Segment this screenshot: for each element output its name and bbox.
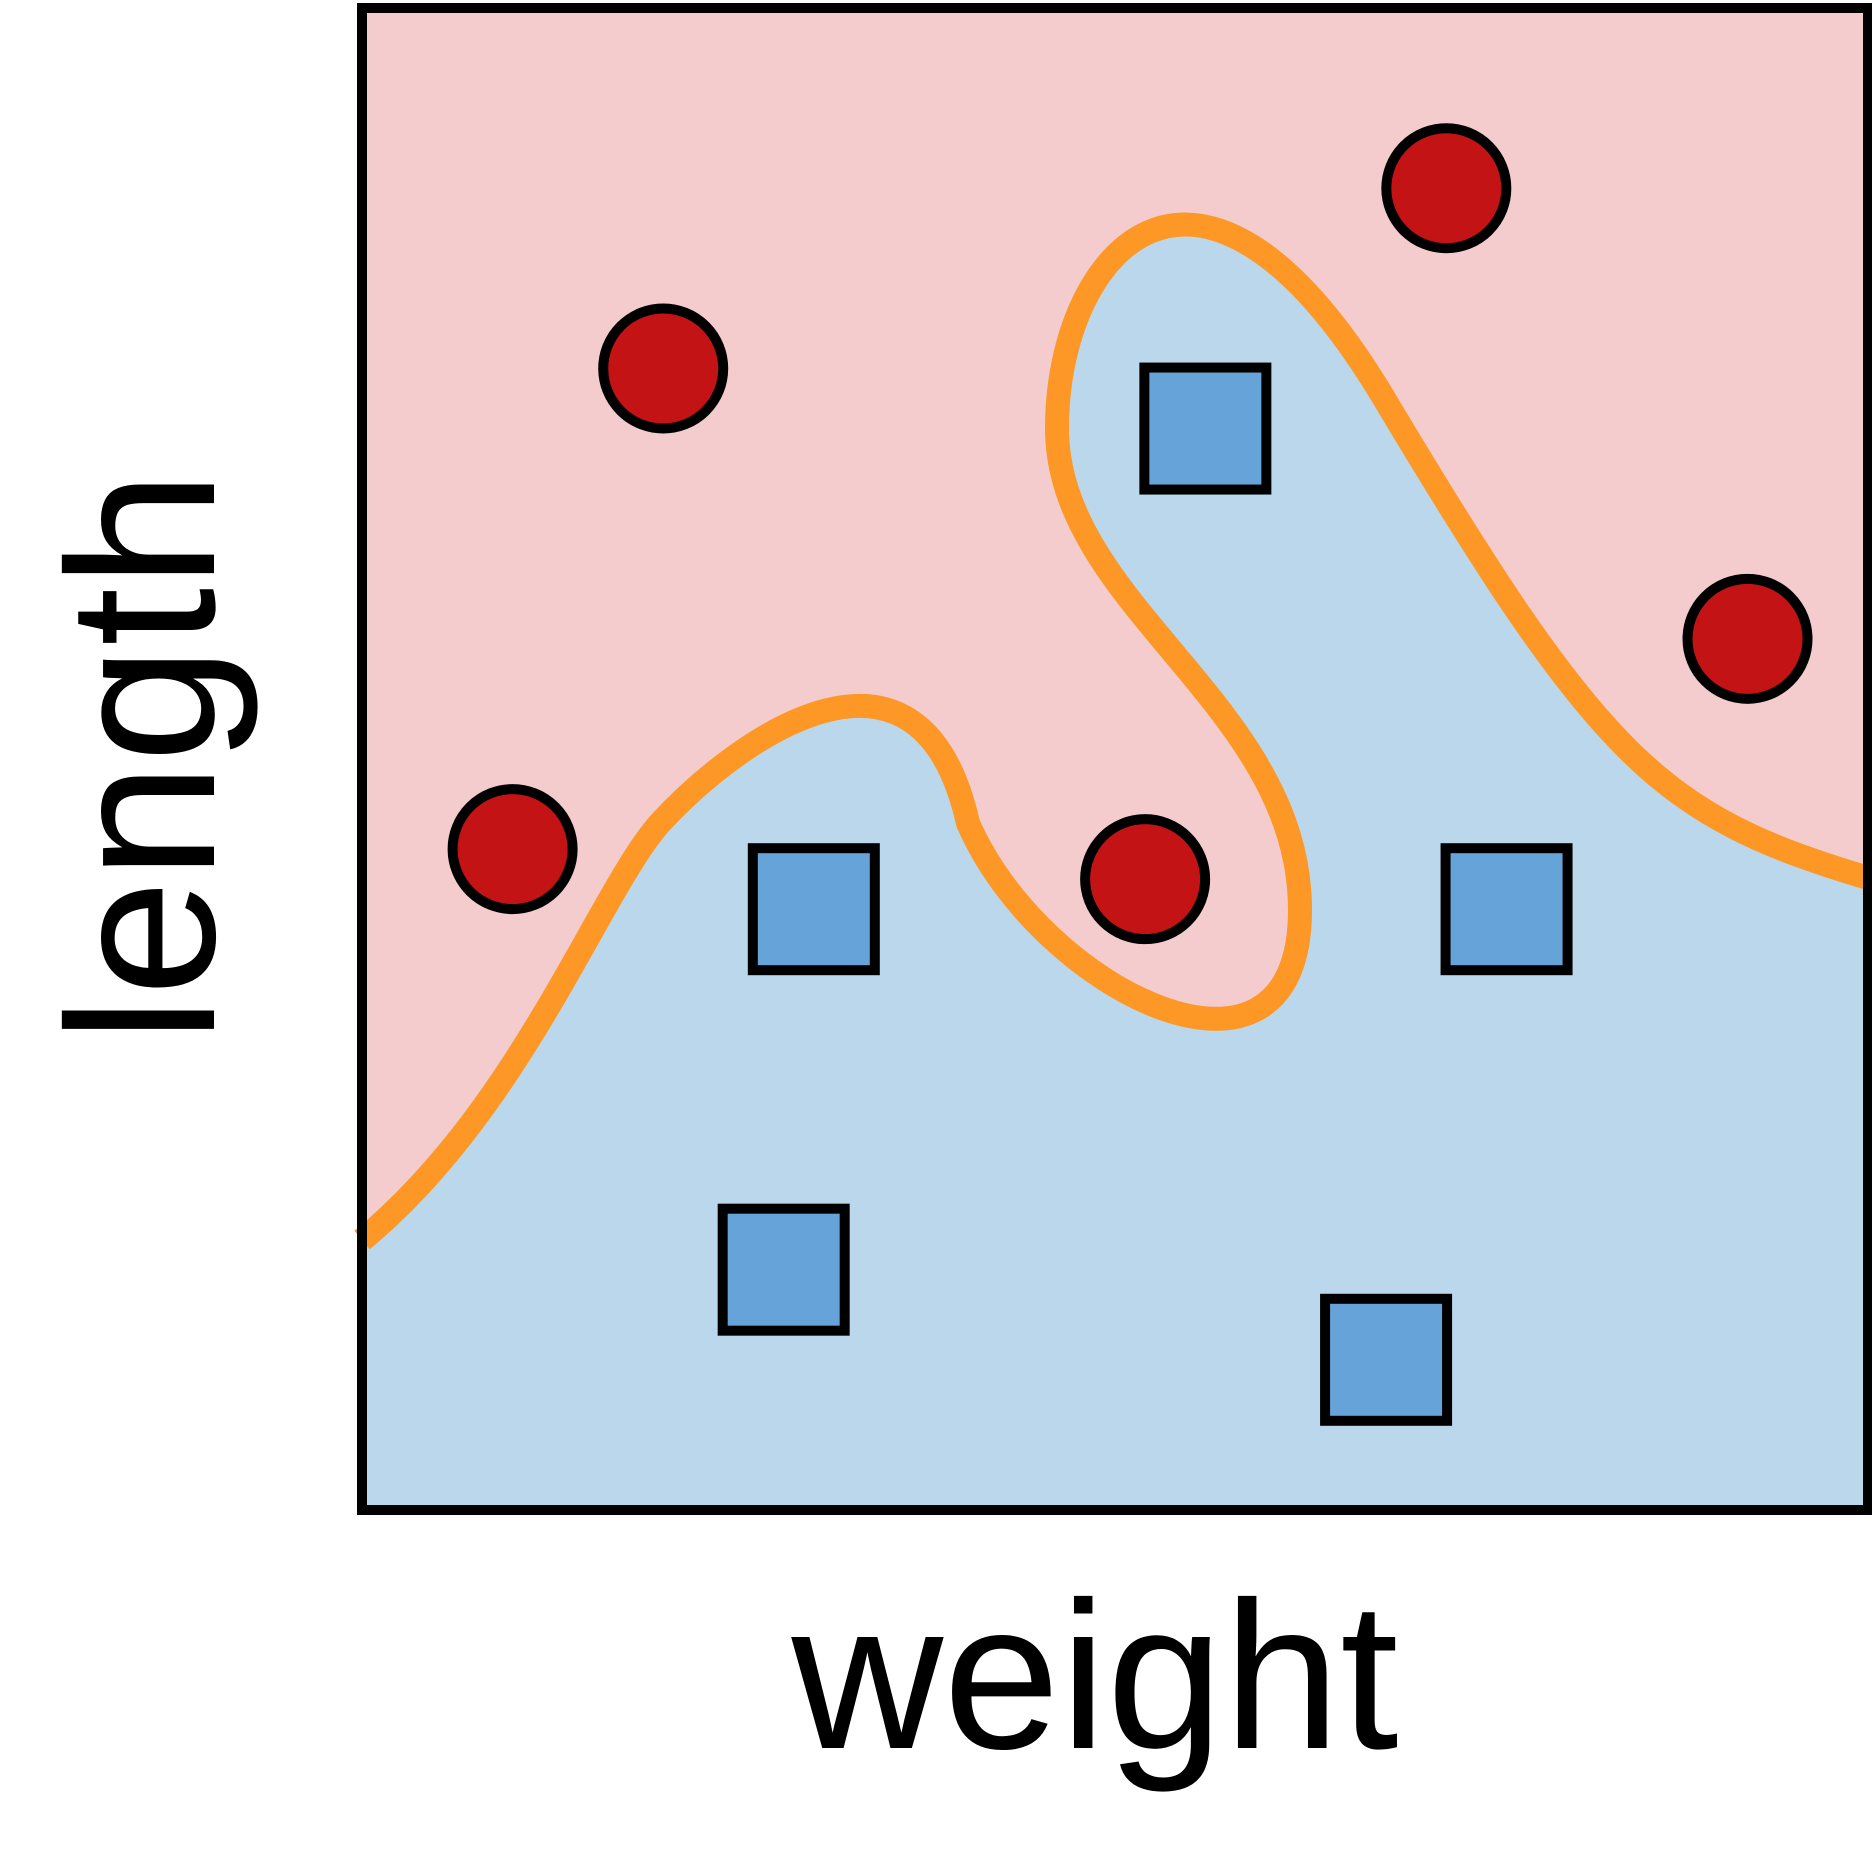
x-axis-label: weight: [790, 1558, 1398, 1793]
circle-region: [362, 8, 1868, 1240]
plot-frame: [357, 3, 1872, 1515]
square-point-2: [747, 843, 880, 976]
plot-area: [354, 3, 1872, 1515]
data-markers: [447, 123, 1813, 1426]
square-point-4: [717, 1203, 850, 1336]
circle-point-5: [1682, 573, 1813, 704]
square-point-1: [1139, 362, 1272, 495]
square-point-3: [1440, 843, 1573, 976]
square-point-5: [1320, 1293, 1453, 1426]
circle-point-1: [598, 303, 729, 434]
circle-point-3: [1080, 814, 1211, 945]
y-axis-label: length: [24, 471, 259, 1043]
decision-boundary-curve: [354, 212, 1872, 1250]
circle-point-4: [1381, 123, 1512, 254]
circle-point-2: [447, 784, 578, 915]
